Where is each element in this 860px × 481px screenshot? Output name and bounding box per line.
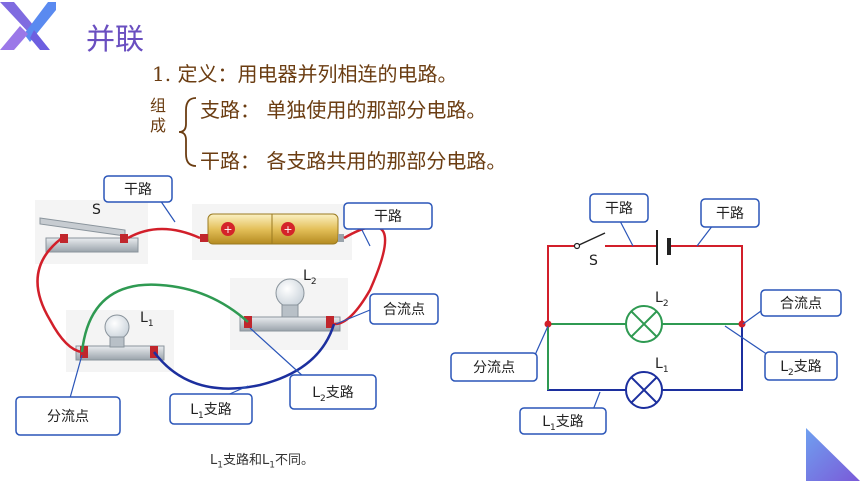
lamp1-symbol xyxy=(625,371,663,409)
merge-junction xyxy=(738,320,746,328)
trunk-wire-left xyxy=(36,237,83,354)
callout-split-point: 分流点 xyxy=(15,354,121,436)
callout-trunk-right: 干路 xyxy=(343,202,433,247)
callout-merge-point: 合流点 xyxy=(335,293,439,325)
svg-text:+: + xyxy=(283,223,292,236)
svg-text:+: + xyxy=(223,223,232,236)
schematic-callout-l1-branch: L1支路 xyxy=(519,391,607,435)
schematic-lamp1-label: L1 xyxy=(655,356,669,375)
svg-text:L2支路: L2支路 xyxy=(312,385,354,404)
svg-text:L1支路: L1支路 xyxy=(190,402,232,421)
lamp2-label: L2 xyxy=(303,268,317,287)
switch-photo xyxy=(35,200,148,264)
l1-branch-wire xyxy=(153,323,336,390)
lamp2-photo xyxy=(230,278,348,350)
svg-text:分流点: 分流点 xyxy=(47,409,89,425)
photo-circuit: + + S L2 L1 干路 干路 xyxy=(15,175,439,436)
lamp2-symbol xyxy=(625,305,663,343)
svg-text:合流点: 合流点 xyxy=(780,296,822,312)
schematic-callout-l2-branch: L2支路 xyxy=(724,325,838,381)
brace-icon xyxy=(178,97,197,167)
svg-text:L1支路: L1支路 xyxy=(542,414,584,433)
definition-text: 1. 定义：用电器并列相连的电路。 xyxy=(152,62,458,86)
callout-l1-branch: L1支路 xyxy=(169,385,253,425)
schematic-callout-trunk-right: 干路 xyxy=(696,198,760,247)
svg-text:干路: 干路 xyxy=(124,182,152,198)
composition-label: 组 成 xyxy=(150,96,167,135)
page-title: 并联 xyxy=(86,22,145,56)
schematic-callout-split-point: 分流点 xyxy=(450,325,549,382)
logo-mark xyxy=(0,2,56,50)
callout-trunk-left: 干路 xyxy=(103,175,176,223)
bottom-note: L1支路和L1不同。 xyxy=(210,453,314,471)
schematic-switch-label: S xyxy=(589,253,598,269)
schematic-callout-trunk-left: 干路 xyxy=(589,193,649,247)
corner-decoration xyxy=(806,428,860,481)
svg-text:干路: 干路 xyxy=(605,201,633,217)
switch-label: S xyxy=(92,202,101,218)
callout-l2-branch: L2支路 xyxy=(249,327,377,410)
svg-text:分流点: 分流点 xyxy=(473,360,515,376)
schematic-circuit: S L2 L1 干路 干路 合流点 L2支路 分流点 L1支路 xyxy=(450,193,842,435)
svg-text:合流点: 合流点 xyxy=(383,302,425,318)
lamp1-label: L1 xyxy=(140,310,154,329)
trunk-wire-top xyxy=(127,227,201,240)
lamp1-photo xyxy=(66,310,174,372)
svg-text:干路: 干路 xyxy=(716,206,744,222)
svg-text:干路: 干路 xyxy=(374,209,402,225)
branch-definition: 支路： 单独使用的那部分电路。 xyxy=(200,98,487,122)
switch-symbol xyxy=(573,232,606,250)
split-junction xyxy=(544,320,552,328)
schematic-callout-merge-point: 合流点 xyxy=(742,289,842,325)
trunk-definition: 干路： 各支路共用的那部分电路。 xyxy=(200,149,507,173)
battery-symbol xyxy=(656,230,671,265)
svg-text:L2支路: L2支路 xyxy=(780,359,822,378)
schematic-trunk-wire xyxy=(547,245,743,324)
schematic-lamp2-label: L2 xyxy=(655,290,669,309)
battery-photo: + + xyxy=(192,204,352,260)
l2-branch-wire xyxy=(80,283,249,353)
